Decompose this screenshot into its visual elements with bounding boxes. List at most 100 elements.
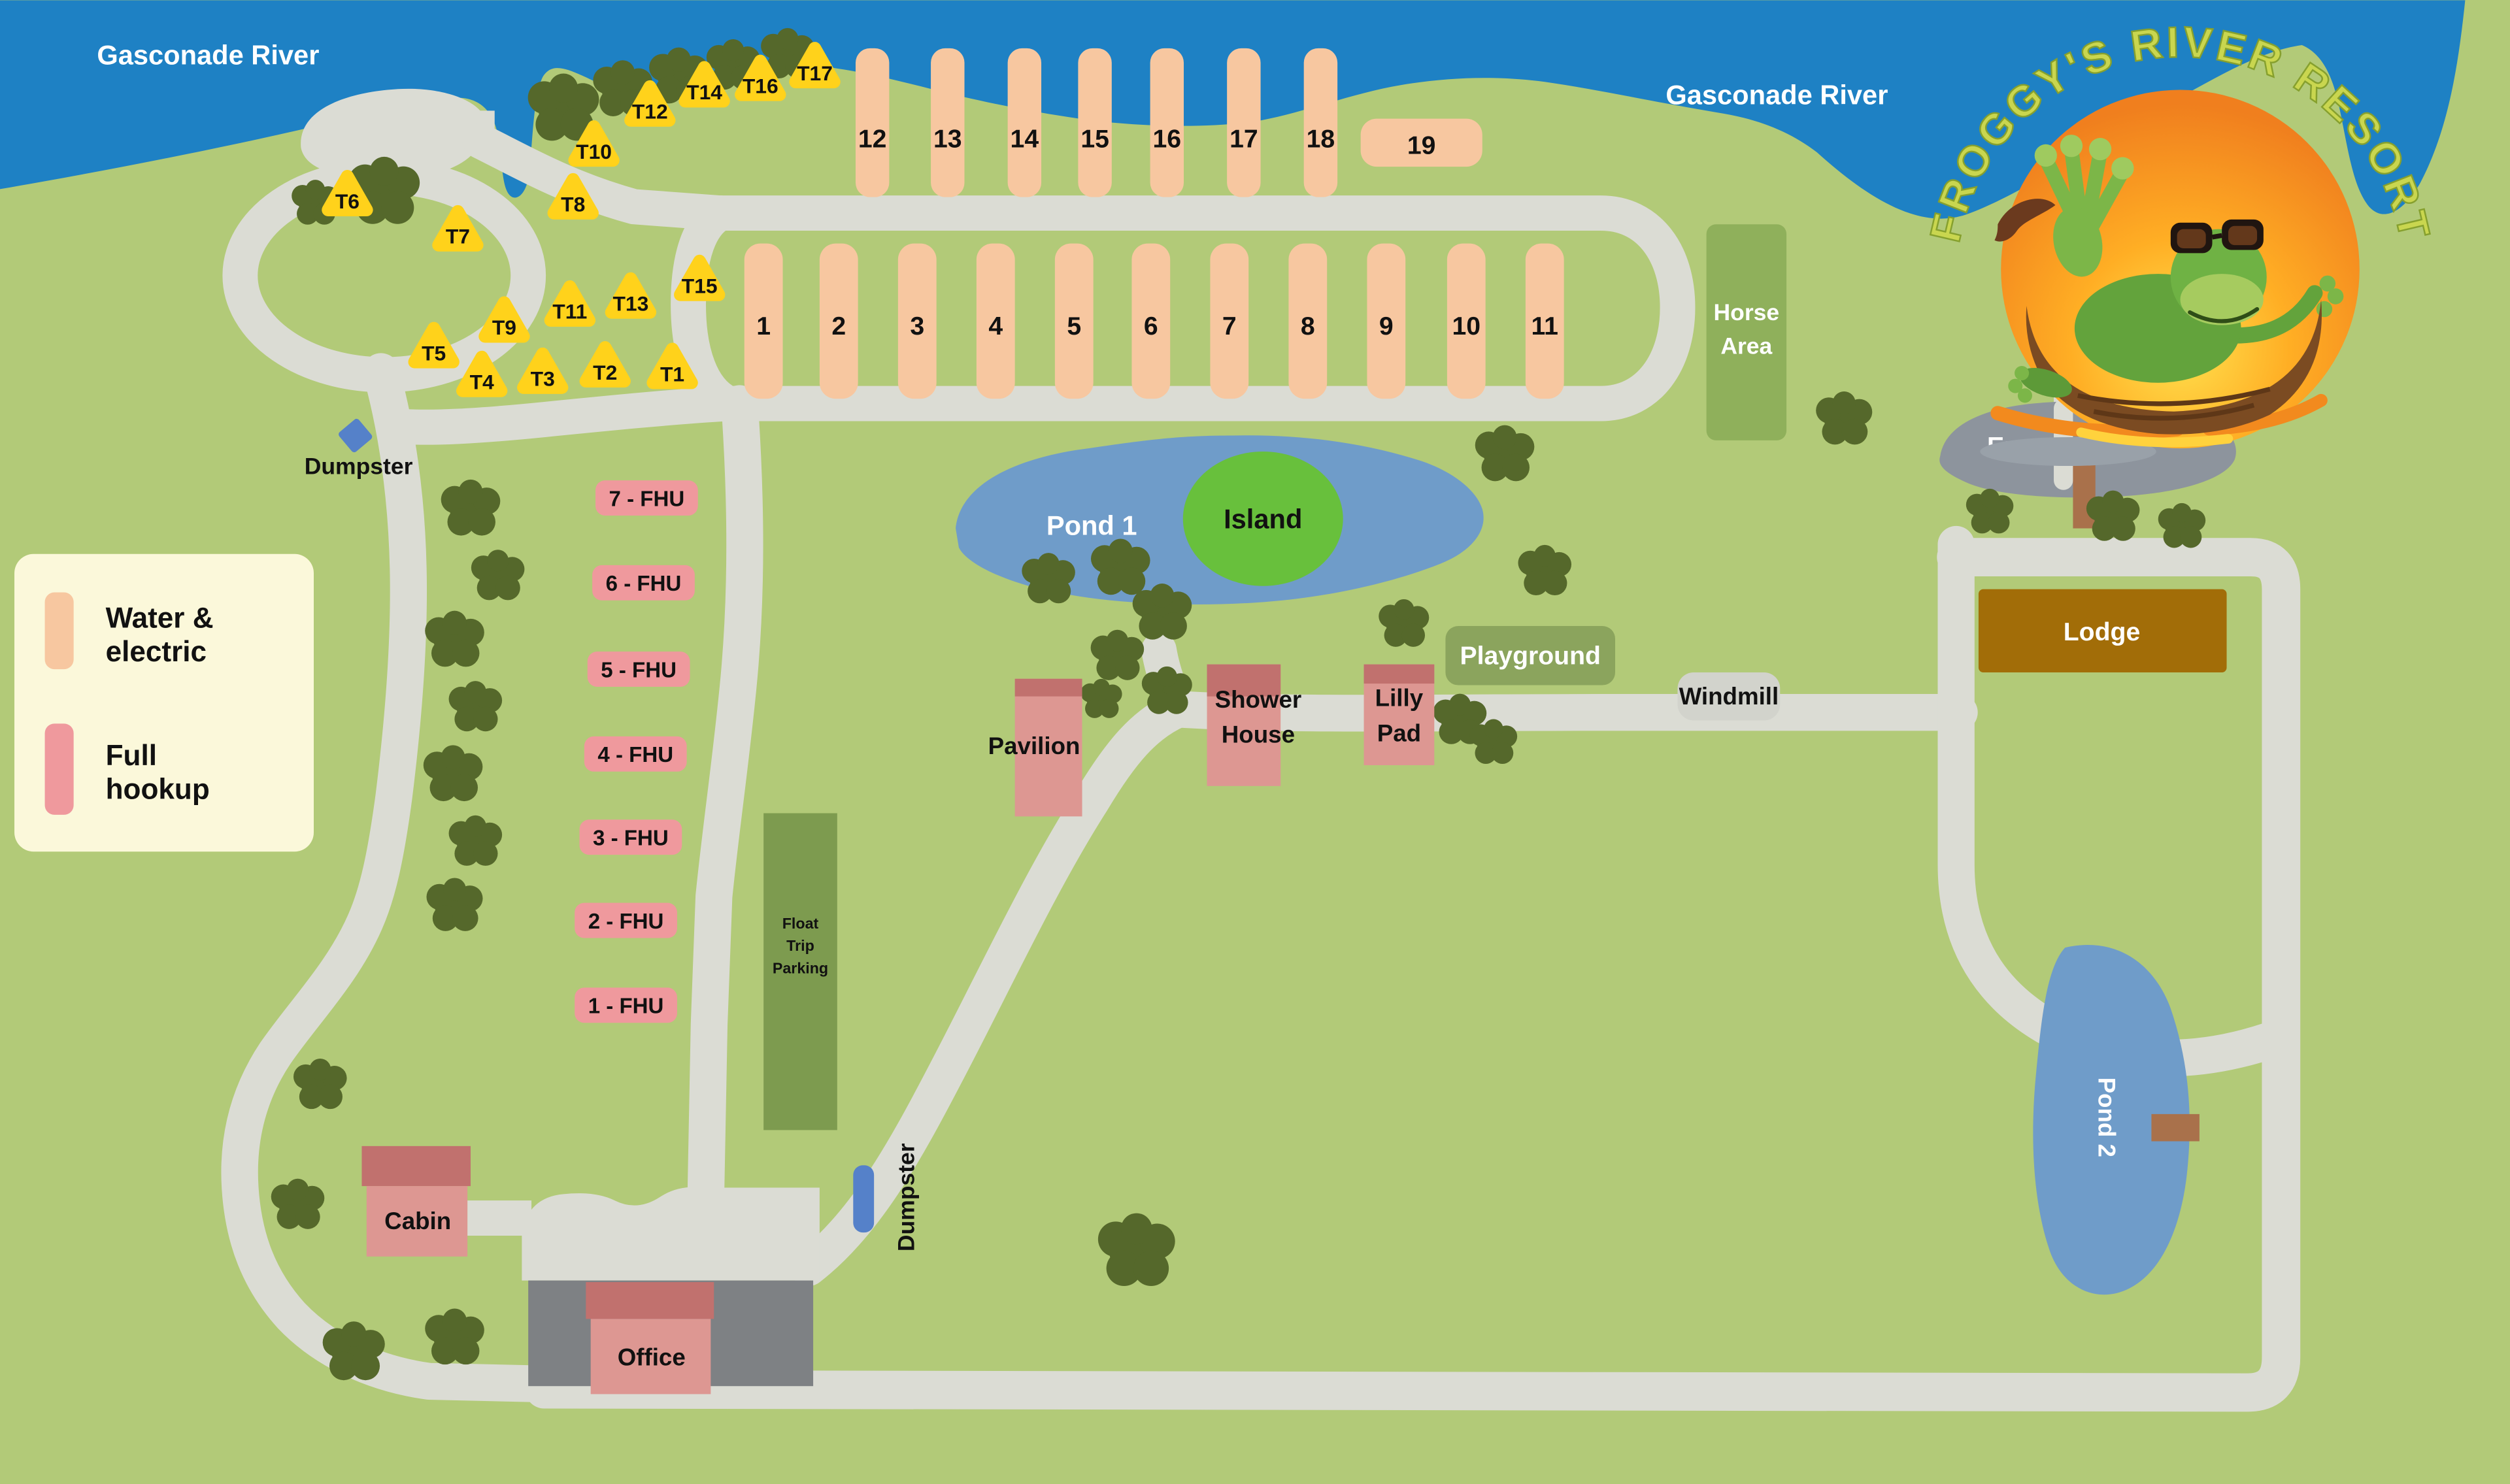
cabin-label: Cabin [384,1208,451,1234]
tent-icon [605,272,657,319]
tent-site: T4 [456,350,508,397]
tent-site-label: T17 [797,61,833,85]
tent-site: T12 [624,80,676,127]
tent-icon [432,205,484,252]
rv-site: 14 [1007,48,1042,197]
rv-site-label: 9 [1379,312,1394,340]
rv-site-label: 18 [1307,125,1335,154]
tent-icon [547,173,599,220]
tent-site-label: T8 [561,193,585,216]
rv-site: 13 [931,48,965,197]
tent-site-label: T12 [632,100,668,124]
rv-site: 2 [819,243,858,399]
fhu-site: 3 - FHU [579,819,682,855]
fhu-road [687,385,763,1210]
tent-site-label: T11 [552,300,587,323]
float-trip-parking: Float Trip Parking [763,813,837,1130]
rv-site-label: 4 [988,312,1003,340]
tent-icon [674,254,726,301]
lilly-pad-label-line1: Lilly [1375,684,1424,711]
pond-2: Pond 2 [2033,945,2200,1295]
island [1182,452,1343,586]
tent-icon [544,280,596,327]
rv-loop-road [376,195,1696,445]
rv-site-label: 3 [910,312,924,340]
tent-site: T11 [544,280,596,327]
fhu-site: 7 - FHU [595,480,698,516]
beach [301,88,495,180]
resort-logo: FROGGY'S RIVER RESORT [1920,17,2437,467]
tent-site: T9 [478,296,530,343]
float-trip-label-line3: Parking [773,959,828,976]
rv-site-label: 14 [1011,125,1039,154]
legend: Water & electric Full hookup [14,553,314,852]
tent-site: T17 [789,42,841,89]
diagonal-road [790,691,1197,1287]
fhu-site-label: 2 - FHU [588,910,664,934]
rv-site: 10 [1447,243,1486,399]
dumpster-icon [339,418,373,453]
rv-site: 8 [1288,243,1328,399]
tent-site: T8 [547,173,599,220]
rv-site: 3 [897,243,937,399]
tent-site: T14 [678,61,730,108]
beach-to-loop-road [462,123,738,231]
tent-site-label: T9 [492,316,516,339]
tent-icon [408,322,460,369]
legend-water-electric-line1: Water & [106,602,214,634]
rv-site: 9 [1367,243,1406,399]
fhu-site-label: 5 - FHU [601,658,677,682]
rv-site: 17 [1227,48,1261,197]
rv-site-label: 10 [1452,312,1481,340]
tent-site-label: T4 [470,371,494,394]
lilly-pad: Lilly Pad [1364,664,1435,766]
fhu-site-label: 6 - FHU [606,572,682,596]
pond2-label: Pond 2 [2094,1078,2120,1157]
rv-site-19: 19 [1360,118,1482,167]
playground-label: Playground [1460,642,1600,670]
fhu-site-label: 7 - FHU [609,487,685,511]
float-trip-label-line2: Trip [786,937,814,954]
dumpster-mid-label: Dumpster [893,1143,919,1251]
office: Office [586,1282,714,1394]
fhu-site-label: 3 - FHU [593,826,669,850]
frog-icon [2008,135,2344,435]
rv-site-label: 15 [1080,125,1109,154]
pond-1: Pond 1 Island [956,435,1484,605]
legend-full-hookup-line1: Full [106,740,157,772]
fhu-site: 4 - FHU [584,736,687,772]
tent-icon [568,120,620,167]
windmill-label: Windmill [1679,683,1779,710]
rv-site-label: 1 [756,312,771,340]
legend-full-hookup-line2: hookup [106,773,210,805]
rv-site-label: 17 [1230,125,1258,154]
pond1-label: Pond 1 [1046,510,1137,540]
rv-site-label: 12 [858,125,887,154]
rv-site: 7 [1210,243,1249,399]
fhu-site: 6 - FHU [592,565,695,601]
rv-site: 4 [976,243,1015,399]
rv-site: 12 [855,48,890,197]
tent-site-label: T5 [422,341,446,365]
rv-site-label: 2 [831,312,846,340]
office-label: Office [618,1344,686,1370]
rv-site: 1 [744,243,783,399]
playground: Playground [1445,625,1616,685]
rv-loop-left-cap [671,195,746,421]
rv-site-label: 16 [1153,125,1182,154]
rv-site: 5 [1054,243,1094,399]
rv-site: 6 [1131,243,1171,399]
fish-icon [1994,199,2056,242]
rv-site: 11 [1525,243,1564,399]
lilly-pad-label-line2: Pad [1377,719,1421,746]
horse-area-label-line1: Horse [1714,299,1780,325]
river-label-left: Gasconade River [97,39,319,70]
sunglasses-icon [2170,219,2264,254]
rv-site-label: 11 [1531,312,1558,340]
rv-site-19-label: 19 [1407,132,1436,160]
tent-icon [789,42,841,89]
tent-site-label: T2 [593,361,617,384]
shower-house-label-line1: Shower [1215,686,1302,713]
